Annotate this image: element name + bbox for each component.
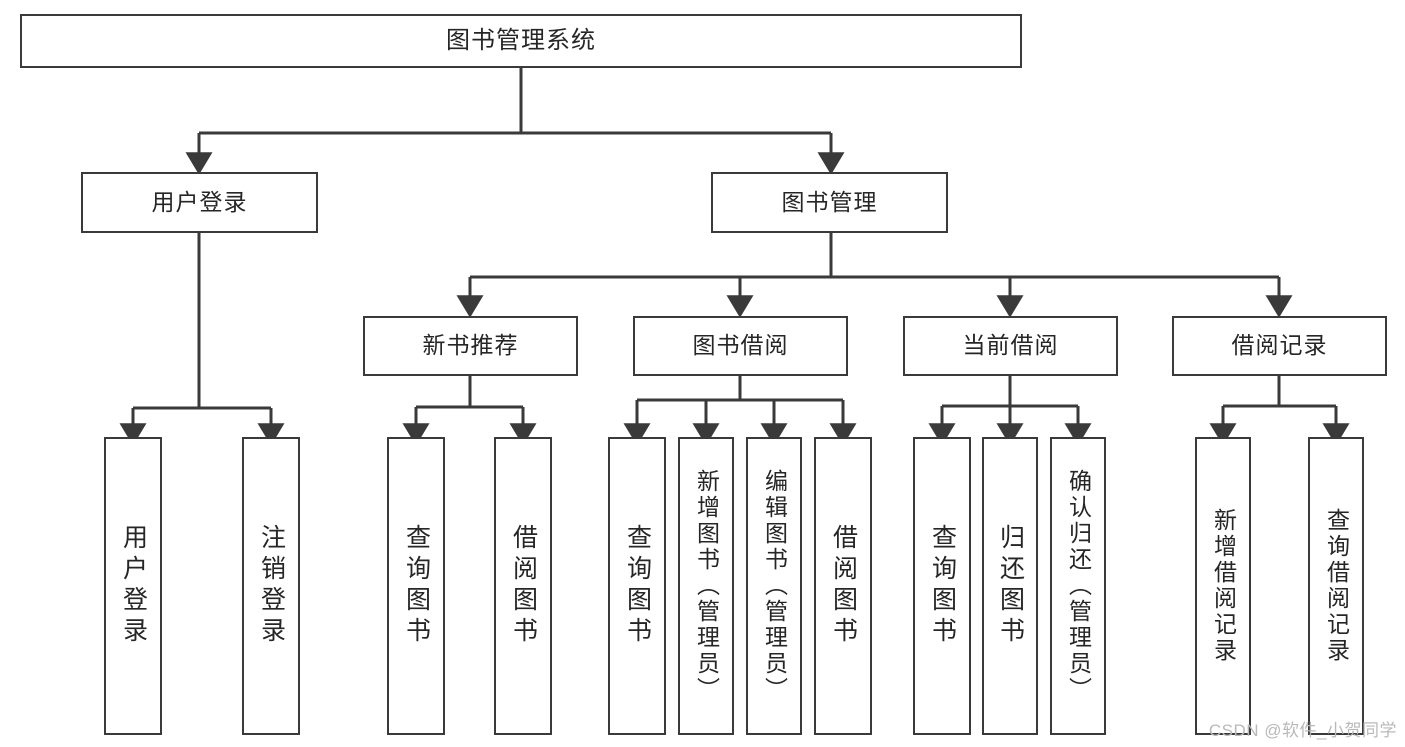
- node-label: 借阅记录: [1231, 332, 1328, 359]
- node-label: 确认归还（管理员）: [1065, 469, 1092, 703]
- node-label: 借阅图书: [509, 524, 538, 648]
- leaf-borrow-edit-book-admin[interactable]: 编辑图书（管理员）: [746, 437, 802, 735]
- leaf-borrow-borrow-book[interactable]: 借阅图书: [814, 437, 872, 735]
- node-borrow-record[interactable]: 借阅记录: [1172, 316, 1387, 376]
- node-label: 查询图书: [623, 524, 652, 648]
- node-label: 图书借阅: [692, 332, 789, 359]
- node-label: 编辑图书（管理员）: [761, 469, 788, 703]
- node-label: 注销登录: [257, 524, 286, 648]
- leaf-current-return-book[interactable]: 归还图书: [982, 437, 1038, 735]
- leaf-user-login-signout[interactable]: 注销登录: [242, 437, 300, 735]
- node-label: 查询借阅记录: [1323, 508, 1350, 664]
- node-label: 查询图书: [402, 524, 431, 648]
- node-label: 借阅图书: [829, 524, 858, 648]
- leaf-record-add-record[interactable]: 新增借阅记录: [1195, 437, 1251, 735]
- node-label: 图书管理系统: [446, 26, 596, 54]
- node-user-login[interactable]: 用户登录: [81, 172, 318, 233]
- leaf-user-login-signin[interactable]: 用户登录: [104, 437, 162, 735]
- node-current-borrow[interactable]: 当前借阅: [903, 316, 1118, 376]
- node-label: 用户登录: [151, 188, 248, 215]
- node-root-system[interactable]: 图书管理系统: [20, 14, 1022, 68]
- node-label: 用户登录: [119, 524, 148, 648]
- node-book-management[interactable]: 图书管理: [711, 172, 948, 233]
- leaf-borrow-query-book[interactable]: 查询图书: [608, 437, 666, 735]
- leaf-new-book-borrow[interactable]: 借阅图书: [494, 437, 552, 735]
- node-book-borrow[interactable]: 图书借阅: [633, 316, 848, 376]
- node-label: 新增图书（管理员）: [693, 469, 720, 703]
- leaf-new-book-query[interactable]: 查询图书: [387, 437, 445, 735]
- leaf-current-query-book[interactable]: 查询图书: [913, 437, 971, 735]
- leaf-record-query-record[interactable]: 查询借阅记录: [1308, 437, 1364, 735]
- node-new-book-recommend[interactable]: 新书推荐: [363, 316, 578, 376]
- node-label: 归还图书: [996, 524, 1025, 648]
- node-label: 新增借阅记录: [1210, 508, 1237, 664]
- node-label: 图书管理: [781, 188, 878, 215]
- node-label: 新书推荐: [422, 332, 519, 359]
- watermark-csdn: CSDN @软件_小贺同学: [1208, 721, 1397, 740]
- node-label: 当前借阅: [962, 332, 1059, 359]
- leaf-current-confirm-return-admin[interactable]: 确认归还（管理员）: [1050, 437, 1106, 735]
- leaf-borrow-add-book-admin[interactable]: 新增图书（管理员）: [678, 437, 734, 735]
- node-label: 查询图书: [928, 524, 957, 648]
